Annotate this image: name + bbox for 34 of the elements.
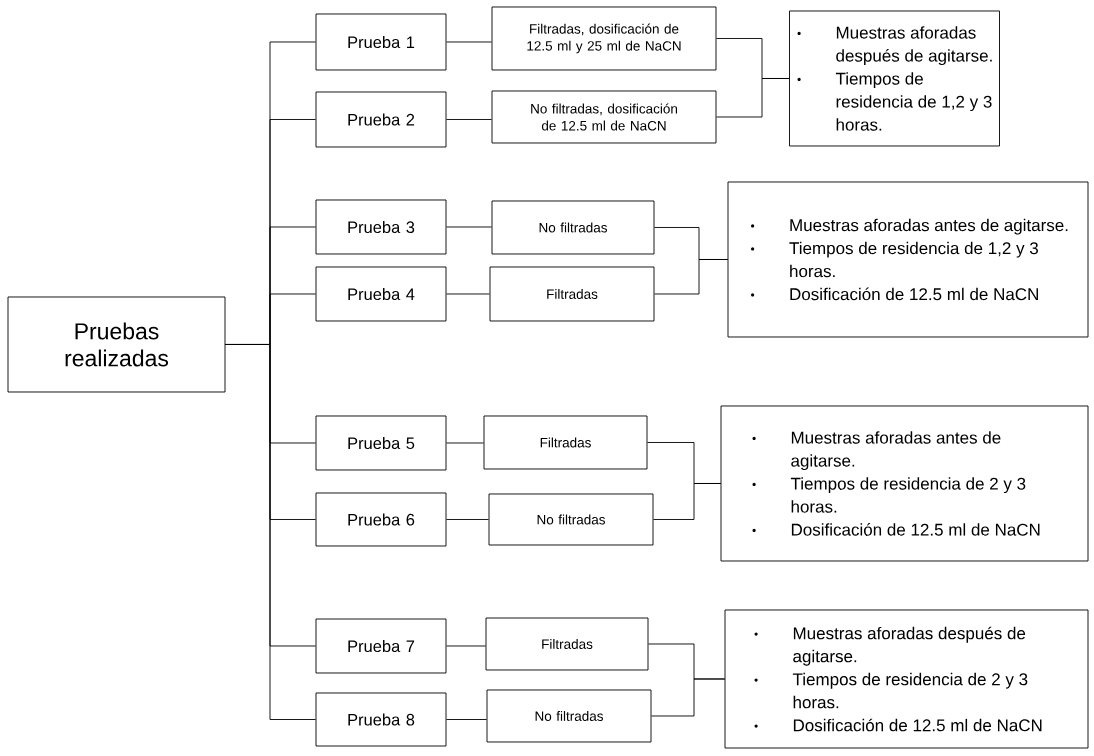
connector-line	[446, 719, 487, 720]
condition-box: Filtradas	[485, 617, 649, 671]
test-box: Prueba 5	[315, 415, 447, 471]
connector-line	[446, 119, 492, 120]
test-box: Prueba 3	[315, 199, 447, 255]
connector-line	[446, 226, 492, 228]
condition-box: Filtradas, dosificación de 12.5 ml y 25 ml de NaCN	[491, 6, 717, 71]
test-box: Prueba 4	[315, 266, 447, 322]
connector-line	[446, 519, 489, 520]
result-box: Muestras aforadas antes de agitarse. Tiempos de residencia de 2 y 3 horas. Dosificación de 12.5 ml de NaCN	[720, 405, 1089, 562]
connector-line	[446, 41, 492, 43]
connector-line	[446, 442, 484, 444]
connector-line	[225, 344, 316, 720]
test-box: Prueba 6	[315, 492, 447, 547]
result-box: Muestras aforadas después de agitarse. Tiempos de residencia de 1,2 y 3 horas.	[789, 10, 1000, 147]
root-box: Pruebas realizadas	[7, 296, 226, 393]
connector-line	[653, 483, 722, 520]
result-box: Muestras aforadas antes de agitarse. Tiempos de residencia de 1,2 y 3 horas. Dosificación de 12.5 ml de NaCN	[727, 181, 1089, 338]
test-box: Prueba 8	[315, 692, 447, 747]
test-box: Prueba 7	[315, 618, 447, 674]
connector-line	[446, 293, 490, 295]
condition-box: No filtradas	[488, 493, 654, 546]
connector-line	[651, 678, 726, 717]
condition-box: Filtradas	[483, 415, 648, 470]
result-box: Muestras aforadas después de agitarse. Tiempos de residencia de 2 y 3 horas. Dosificación de 12.5 ml de NaCN	[724, 609, 1089, 749]
connector-line	[654, 259, 729, 295]
connector-line	[446, 645, 486, 647]
test-box: Prueba 1	[315, 13, 447, 71]
condition-box: Filtradas	[489, 266, 655, 322]
connector-line	[716, 78, 790, 118]
condition-box: No filtradas	[491, 200, 655, 255]
condition-box: No filtradas, dosificación de 12.5 ml de NaCN	[491, 90, 717, 144]
test-box: Prueba 2	[315, 91, 447, 148]
condition-box: No filtradas	[486, 689, 652, 743]
